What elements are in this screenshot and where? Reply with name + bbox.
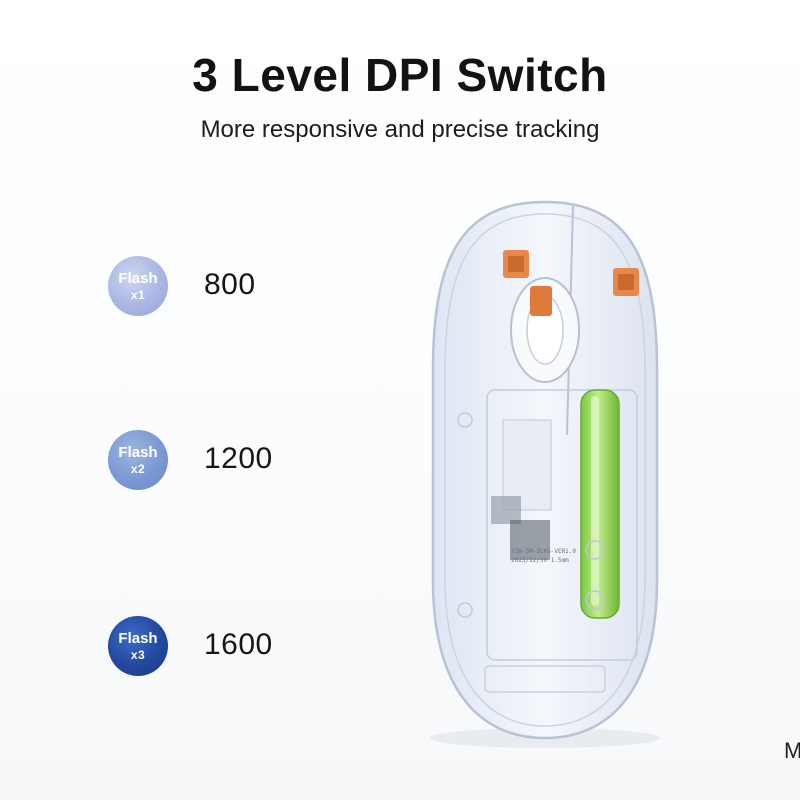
internal-frame (486, 389, 638, 661)
page-subtitle: More responsive and precise tracking (200, 116, 600, 143)
flash-badge-2: Flash x2 (108, 430, 168, 490)
corner-text: M (784, 738, 800, 763)
flash-badge-3: Flash x3 (108, 616, 168, 676)
dpi-level-3: Flash x3 1600 (108, 616, 368, 676)
dpi-value: 800 (204, 268, 256, 301)
flash-badge-label: Flash (118, 269, 158, 287)
dpi-value: 1600 (204, 628, 273, 661)
flash-badge-1: Flash x1 (108, 256, 168, 316)
flash-badge-count: x3 (130, 647, 146, 662)
pcb-text-1: YZW-SM-3LKG-VER1.0 (511, 548, 576, 555)
dpi-value: 1200 (204, 442, 273, 475)
flash-badge-label: Flash (118, 443, 158, 461)
battery (580, 389, 620, 619)
flash-badge-count: x1 (130, 287, 146, 302)
sensor (510, 520, 550, 560)
pcb-text-2: 2023/12/30 1.5mm (511, 557, 569, 564)
dpi-level-2: Flash x2 1200 (108, 430, 368, 490)
transparent-mouse-image: YZW-SM-3LKG-VER1.0 2023/12/30 1.5mm (395, 190, 695, 750)
flash-badge-count: x2 (130, 461, 146, 476)
dpi-level-1: Flash x1 800 (108, 256, 368, 316)
flash-badge-label: Flash (118, 629, 158, 647)
page-title: 3 Level DPI Switch (192, 49, 608, 101)
